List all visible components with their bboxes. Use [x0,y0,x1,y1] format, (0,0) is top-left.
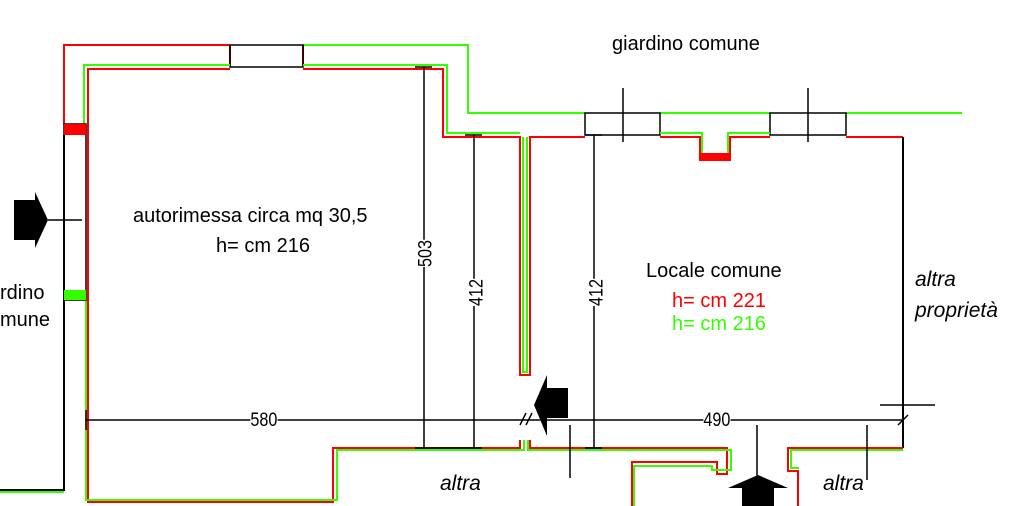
garage-height: h= cm 216 [216,235,310,257]
dimension-503: 503 [415,240,437,267]
right-label-2: proprietà [915,299,998,322]
common-room-height-green: h= cm 216 [672,313,766,335]
window-top-garage [229,44,304,68]
common-room-label: Locale comune [646,260,782,282]
dimension-490: 490 [703,410,731,431]
common-room-height-red: h= cm 221 [672,290,766,312]
garage-label: autorimessa circa mq 30,5 [133,205,368,227]
entry-arrow-bottom-icon [728,475,788,506]
dimension-580: 580 [250,410,278,431]
dimension-lines [85,66,909,449]
entry-arrow-middle-icon [534,375,568,436]
right-label-1: altra [915,268,956,291]
bottom-label-left: altra [440,472,481,495]
garage-inner-wall-red [87,68,230,300]
left-window [63,123,87,301]
left-label-1: rdino [0,282,45,304]
entry-arrow-left-icon [14,192,48,248]
outer-wall-red [63,44,230,124]
dimension-412-left: 412 [466,279,488,306]
dimension-412-right: 412 [586,279,608,306]
top-label: giardino comune [612,33,760,55]
outer-wall-green [303,44,585,114]
left-label-2: mune [0,309,51,331]
bottom-label-right: altra [823,472,864,495]
